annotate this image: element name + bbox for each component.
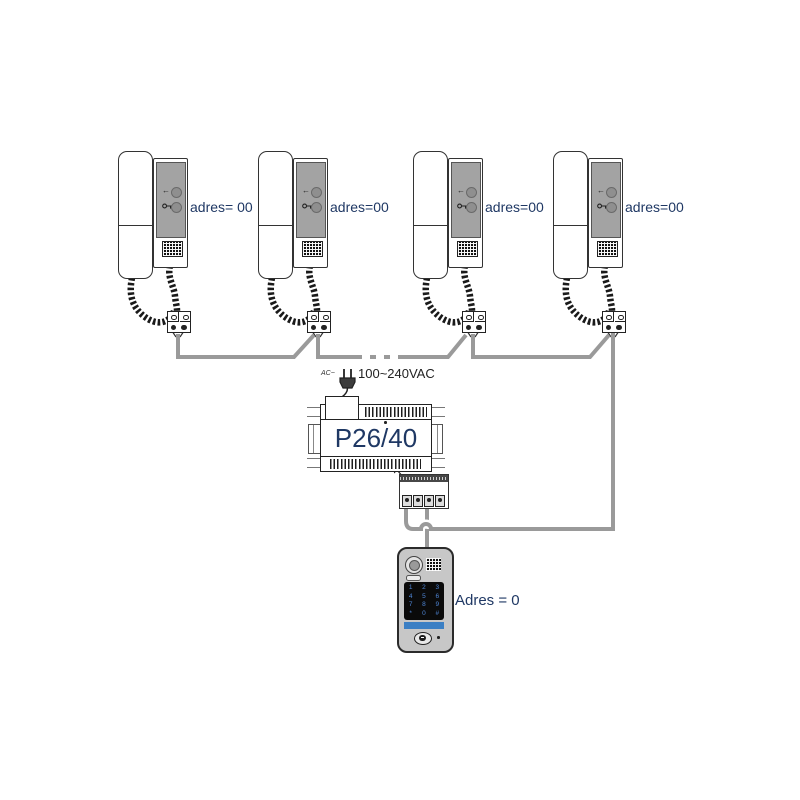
terminal-label-strip [400,475,448,482]
terminal-cell [180,312,190,322]
door-speaker-grille [426,558,441,571]
talk-arrow-icon: ← [597,186,605,195]
keypad-key: # [435,609,440,617]
panel-button [311,201,322,213]
output-terminal-block [399,474,449,509]
terminal-cell [475,312,485,322]
din-clip-left [308,424,321,454]
voltage-label: 100~240VAC [358,366,435,381]
psu-model-label: P26/40 [334,422,418,453]
ac-terminal-box [325,396,359,420]
intercom-unit: ← ad [553,150,684,340]
call-panel: ← [591,162,621,238]
terminal-cell [308,312,319,322]
handset-seam [414,225,447,227]
terminal-screw [465,324,472,330]
handset [258,151,293,279]
intercom-body: ← [448,158,483,268]
keypad-key: 6 [435,592,440,600]
terminal-cell [168,312,179,322]
panel-button [171,186,182,198]
handset [413,151,448,279]
ac-label: AC~ [321,370,335,377]
handset-seam [554,225,587,227]
speaker-grille [162,241,183,257]
indicator-dot [384,421,387,424]
keypad-key: 4 [408,592,413,600]
terminal-screw [476,324,482,330]
blue-bar [404,622,444,629]
door-station: 1 2 3 4 5 6 7 8 9 * 0 # [397,547,454,653]
door-address-label: Adres = 0 [455,592,520,609]
panel-button [311,186,322,198]
terminal-screw [321,324,327,330]
vent-slots [365,407,427,417]
terminal-screw [170,324,177,330]
panel-button [171,201,182,213]
keypad-key: 8 [422,601,426,608]
keypad-key: 7 [408,601,413,608]
keypad-key: 1 [408,584,413,591]
address-label: adres=00 [485,199,544,215]
intercom-unit: ← ad [118,150,253,340]
camera-icon [405,556,423,574]
address-label: adres= 00 [190,199,253,215]
psu-top-strip [321,405,431,424]
terminal-screw [605,324,612,330]
camera-lens [409,560,421,572]
talk-arrow-icon: ← [162,186,170,195]
terminal-block [167,311,191,333]
handset [118,151,153,279]
keypad: 1 2 3 4 5 6 7 8 9 * 0 # [404,582,444,620]
terminal-screw [616,324,622,330]
mic-hole [437,636,440,639]
power-supply: P26/40 [300,394,452,476]
keypad-key: 2 [422,584,426,591]
call-panel: ← [156,162,186,238]
keypad-key: 3 [435,584,440,591]
terminal-cell [463,312,474,322]
speaker-grille [302,241,323,257]
address-label: adres=00 [330,199,389,215]
name-plate [406,575,421,581]
handset-seam [259,225,292,227]
talk-arrow-icon: ← [302,186,310,195]
call-panel: ← [451,162,481,238]
terminal-cell [615,312,625,322]
terminal-block [602,311,626,333]
speaker-grille [597,241,618,257]
psu-bottom-strip [321,456,431,471]
terminal-cell [320,312,330,322]
handset-seam [119,225,152,227]
panel-button [466,201,477,213]
din-clip-right [430,424,443,454]
keypad-key: 0 [422,609,426,617]
speaker-grille [457,241,478,257]
intercom-body: ← [588,158,623,268]
terminal-block [307,311,331,333]
handset [553,151,588,279]
terminal-cell [603,312,614,322]
key-reader-button [414,632,432,645]
keypad-key: 5 [422,592,426,600]
address-label: adres=00 [625,199,684,215]
keypad-key: 9 [435,601,440,608]
panel-button [466,186,477,198]
intercom-body: ← [293,158,328,268]
terminal-screw [310,324,317,330]
intercom-unit: ← ad [258,150,389,340]
panel-button [606,201,617,213]
terminal-block [462,311,486,333]
terminal-screw [181,324,187,330]
intercom-unit: ← ad [413,150,544,340]
panel-button [606,186,617,198]
call-panel: ← [296,162,326,238]
vent-slots [330,459,421,469]
keypad-key: * [409,609,412,617]
intercom-body: ← [153,158,188,268]
talk-arrow-icon: ← [457,186,465,195]
